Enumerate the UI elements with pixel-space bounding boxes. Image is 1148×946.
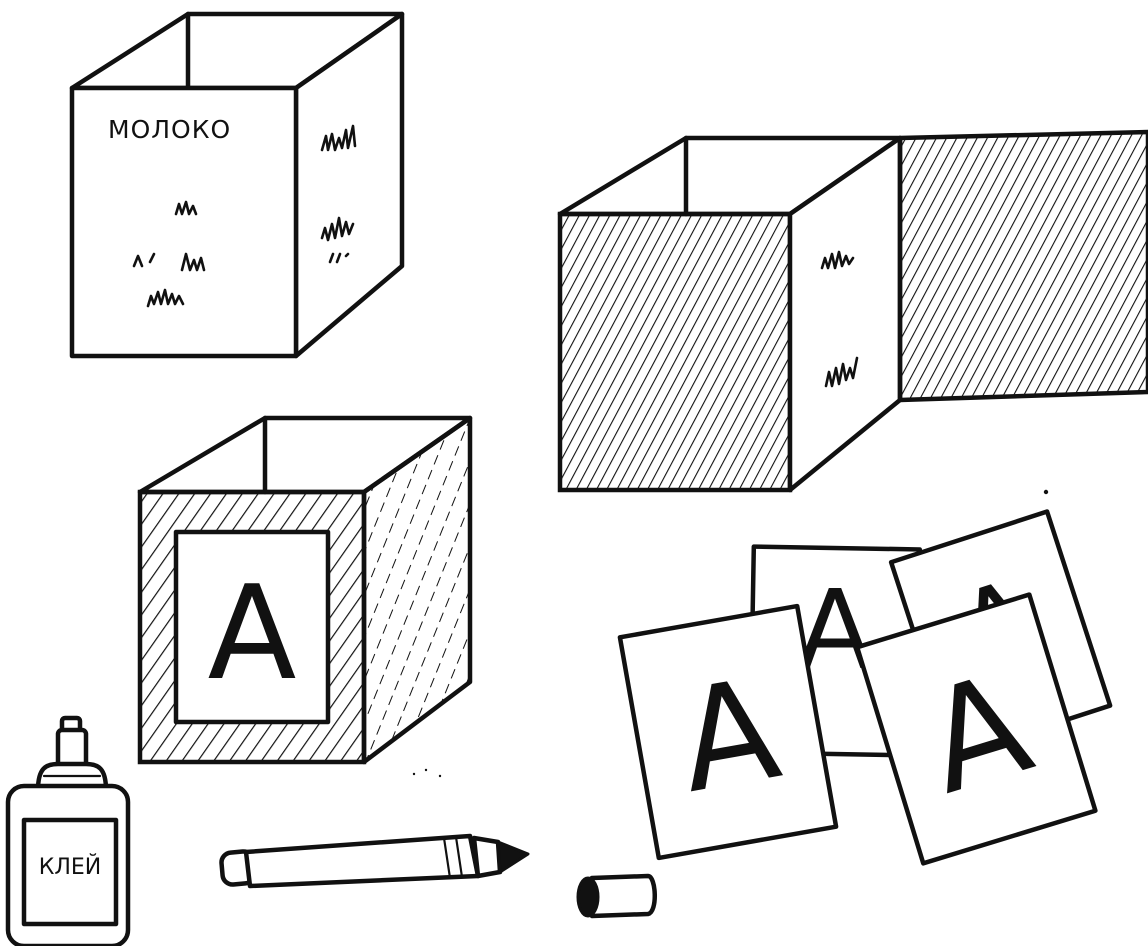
letter-block-box: A — [140, 418, 470, 762]
unfolded-box — [560, 132, 1148, 490]
marker-cap — [578, 876, 655, 916]
milk-carton-label: МОЛОКО — [108, 115, 231, 144]
glue-bottle: КЛЕЙ — [8, 718, 128, 946]
marker-pen — [221, 836, 528, 886]
glue-bottle-label: КЛЕЙ — [39, 854, 102, 880]
letter-block-letter: A — [208, 557, 297, 709]
milk-carton: МОЛОКО — [72, 14, 402, 356]
letter-cards: A A A A — [620, 512, 1110, 864]
letter-card: A — [620, 606, 836, 858]
